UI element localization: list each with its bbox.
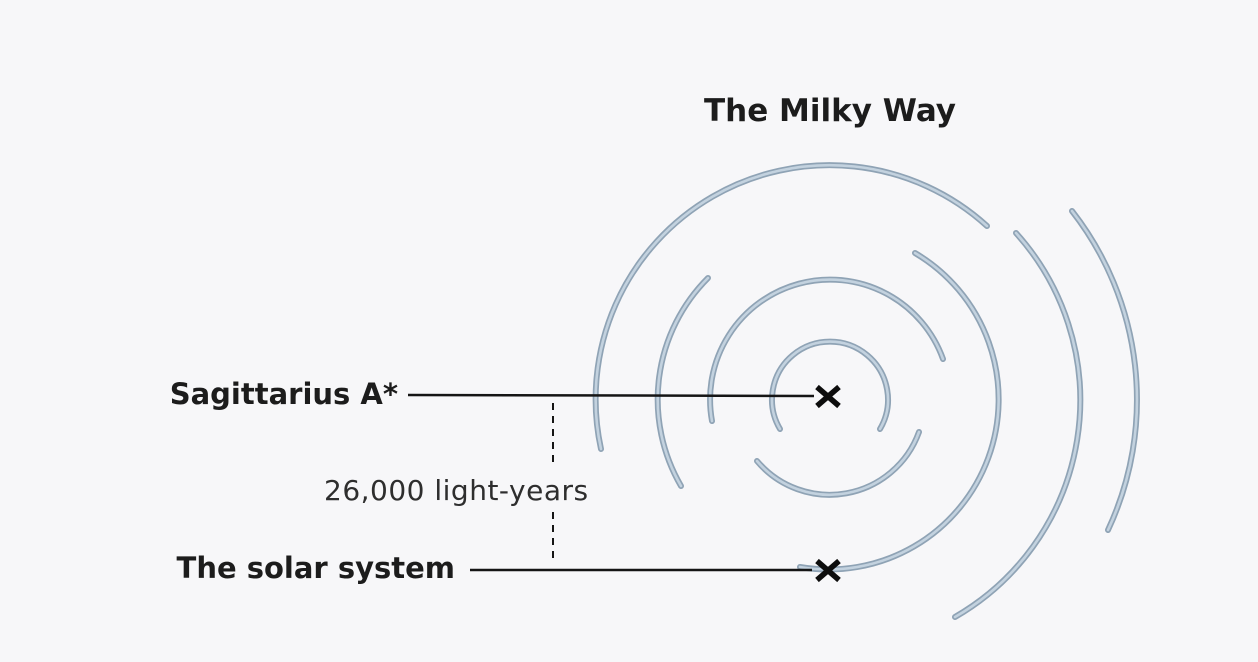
spiral-arms-outline [592, 162, 1140, 620]
spiral-arm-arc [1070, 209, 1139, 532]
galactic-center-marker [815, 384, 841, 409]
spiral-arm-arc [656, 276, 710, 488]
spiral-arm-arc [755, 430, 921, 497]
solar-system-marker [815, 558, 841, 583]
spiral-arm-arc [592, 162, 990, 452]
spiral-arm-arc [952, 230, 1084, 620]
sagittarius-label: Sagittarius A* [169, 377, 398, 411]
spiral-arm-arc [708, 278, 945, 423]
spiral-arm-arc [770, 340, 890, 431]
diagram-title: The Milky Way [703, 93, 956, 129]
spiral-arm-arc [798, 251, 1000, 571]
spiral-arm-arc [754, 429, 922, 498]
sagittarius-leader-line [407, 393, 815, 398]
spiral-arm-arc [953, 231, 1082, 619]
spiral-arm-arc [594, 163, 989, 451]
spiral-arm-arc [769, 338, 891, 432]
distance-label: 26,000 light-years [324, 474, 589, 507]
solar-system-label: The solar system [176, 551, 455, 585]
spiral-arms-fill [594, 163, 1139, 619]
